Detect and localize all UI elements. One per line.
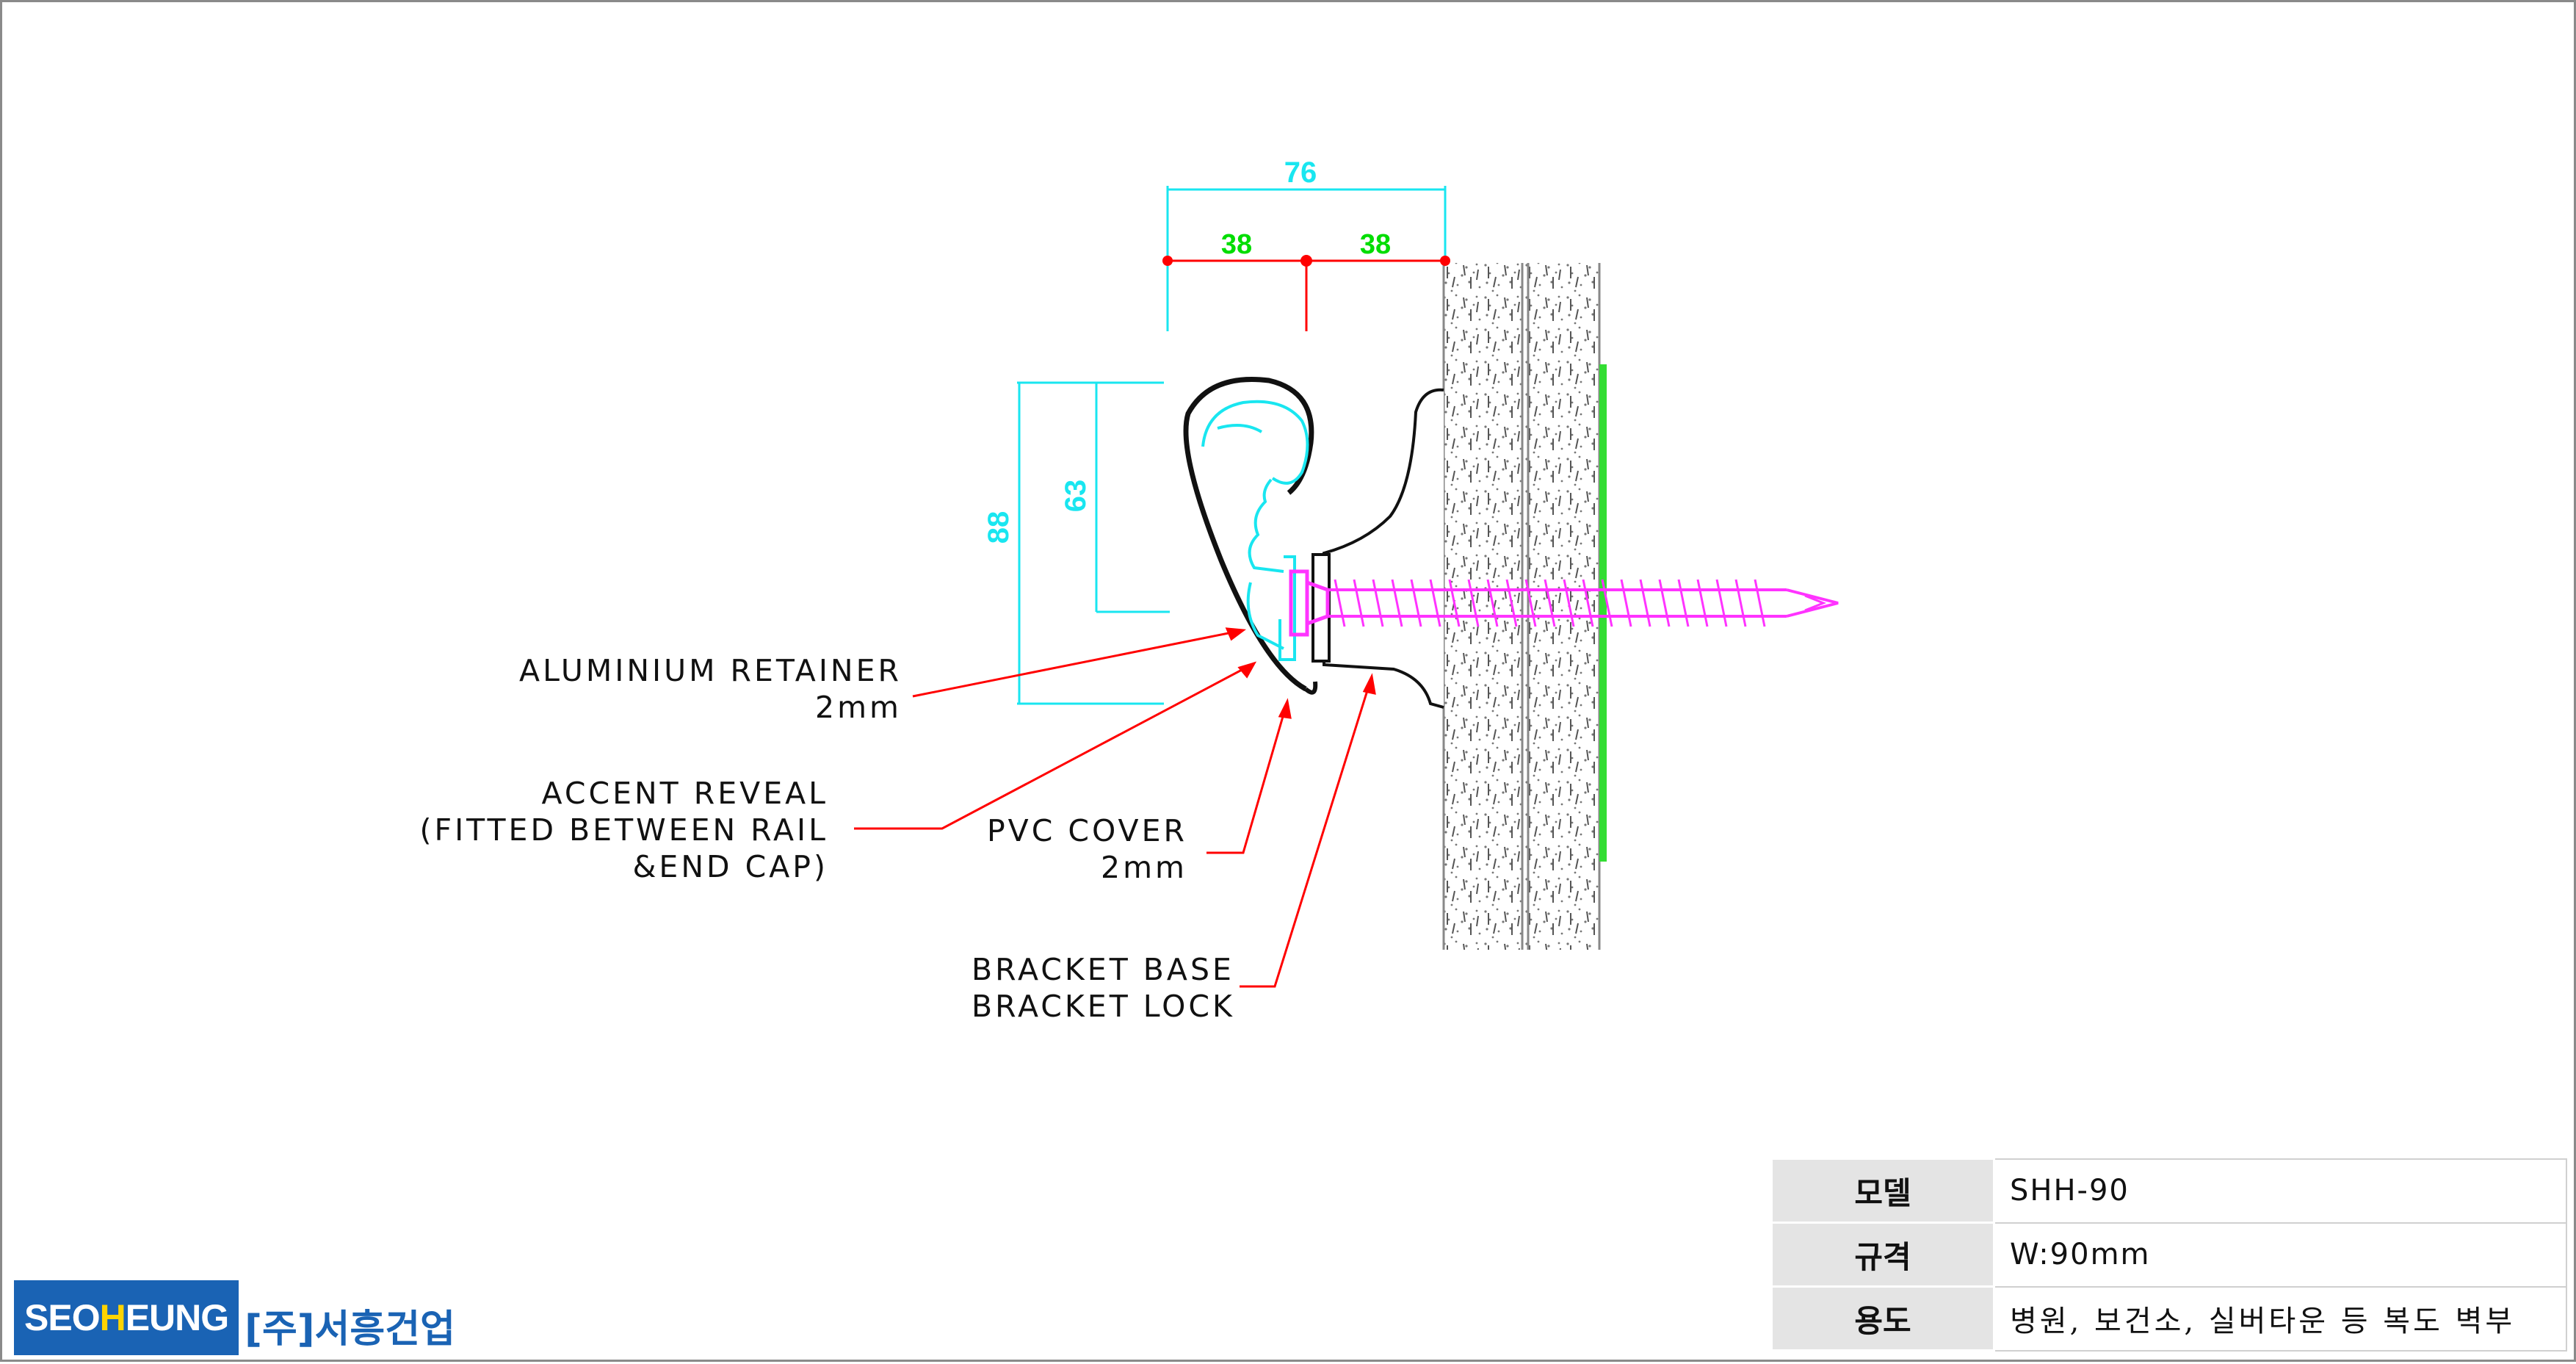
dimension-halves: 38 38 bbox=[1162, 229, 1450, 331]
screw bbox=[1289, 569, 1839, 637]
leader-lines bbox=[854, 627, 1376, 988]
callout-aluminium-retainer: ALUMINIUM RETAINER 2mm bbox=[519, 652, 902, 726]
brand-highlight: H bbox=[99, 1297, 126, 1338]
spec-row-use: 용도 병원, 보건소, 실버타운 등 복도 벽부 bbox=[1770, 1285, 2567, 1352]
wall-section bbox=[1442, 263, 1607, 950]
callout-accent-reveal-line-3: &END CAP) bbox=[632, 849, 828, 884]
leader-accent-reveal bbox=[854, 662, 1255, 830]
company-name-korean: [주]서흥건업 bbox=[245, 1307, 455, 1352]
dimension-heights: 88 63 bbox=[983, 381, 1170, 705]
spec-use-value: 병원, 보건소, 실버타운 등 복도 벽부 bbox=[1993, 1285, 2567, 1352]
callout-aluminium-retainer-line-2: 2mm bbox=[815, 690, 902, 725]
dim-overall-height-label: 88 bbox=[983, 511, 1015, 544]
dim-width-label: 76 bbox=[1284, 156, 1317, 189]
callout-bracket: BRACKET BASE BRACKET LOCK bbox=[972, 951, 1235, 1025]
bracket-base bbox=[1311, 388, 1444, 709]
pvc-cover bbox=[1183, 376, 1318, 695]
callout-pvc-cover-line-2: 2mm bbox=[1101, 850, 1187, 885]
spec-size-value: W:90mm bbox=[1993, 1222, 2567, 1288]
callout-accent-reveal: ACCENT REVEAL (FITTED BETWEEN RAIL &END … bbox=[420, 775, 829, 885]
callout-accent-reveal-line-1: ACCENT REVEAL bbox=[541, 776, 828, 811]
dim-inner-height-label: 63 bbox=[1060, 480, 1092, 513]
spec-model-label: 모델 bbox=[1770, 1158, 1995, 1224]
dimension-width: 76 bbox=[1166, 156, 1447, 259]
dim-half-left-label: 38 bbox=[1221, 229, 1252, 260]
leader-bracket bbox=[1240, 676, 1373, 988]
callout-bracket-line-2: BRACKET LOCK bbox=[972, 989, 1235, 1024]
spec-model-value: SHH-90 bbox=[1993, 1158, 2567, 1224]
brand-pre: SEO bbox=[24, 1297, 101, 1338]
dim-half-right-label: 38 bbox=[1360, 229, 1391, 260]
brand-post: EUNG bbox=[125, 1297, 229, 1338]
spec-row-model: 모델 SHH-90 bbox=[1770, 1158, 2567, 1224]
callout-accent-reveal-line-2: (FITTED BETWEEN RAIL bbox=[419, 812, 828, 848]
spec-use-label: 용도 bbox=[1770, 1285, 1995, 1352]
leader-pvc-cover bbox=[1206, 701, 1289, 854]
screw-head bbox=[1289, 569, 1309, 637]
spec-row-size: 규격 W:90mm bbox=[1770, 1222, 2567, 1288]
spec-size-label: 규격 bbox=[1770, 1222, 1995, 1288]
leader-aluminium-retainer bbox=[912, 629, 1244, 698]
aluminium-retainer bbox=[1201, 400, 1309, 661]
callout-pvc-cover: PVC COVER 2mm bbox=[987, 812, 1187, 886]
callout-bracket-line-1: BRACKET BASE bbox=[972, 952, 1234, 987]
callout-pvc-cover-line-1: PVC COVER bbox=[986, 813, 1187, 848]
adhesive-strip bbox=[1599, 364, 1607, 862]
spec-table: 모델 SHH-90 규격 W:90mm 용도 병원, 보건소, 실버타운 등 복… bbox=[1770, 1158, 2567, 1352]
callout-aluminium-retainer-line-1: ALUMINIUM RETAINER bbox=[519, 653, 902, 688]
